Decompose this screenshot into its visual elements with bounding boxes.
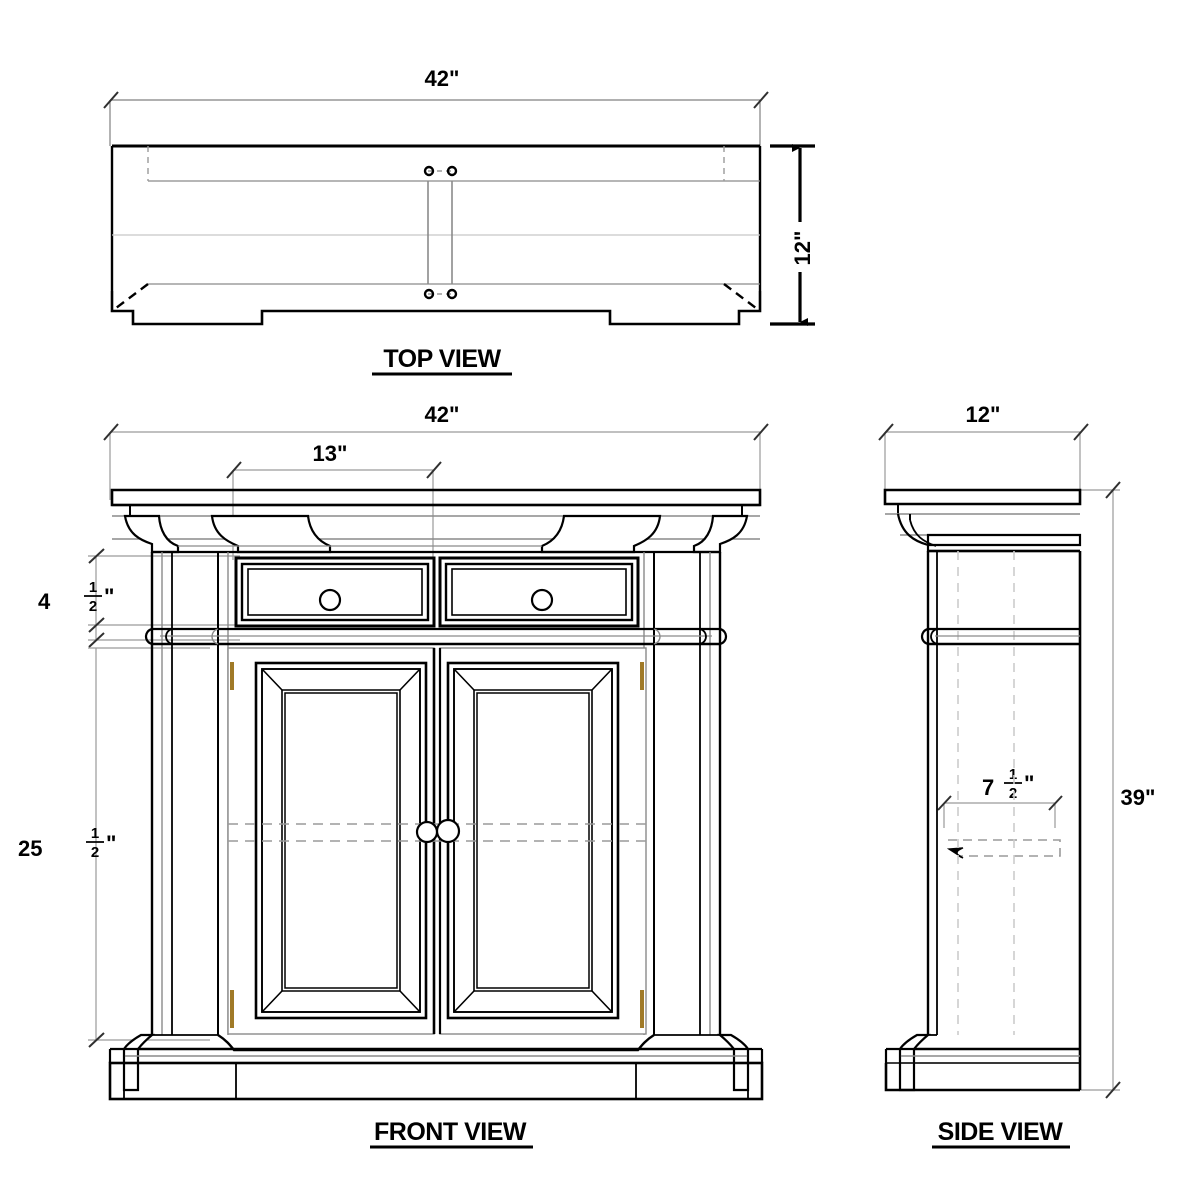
side-view-shelf-depth-dimension: 7 1 2 " <box>937 766 1063 859</box>
knob-hole-icon <box>446 165 458 177</box>
drawer-knob-icon[interactable] <box>318 588 342 612</box>
drawer-knob-icon[interactable] <box>530 588 554 612</box>
front-view-drawer-height-dimension: 4 1 2 " <box>38 548 240 648</box>
side-view-cabinet <box>883 488 1082 1092</box>
left-corbel <box>123 514 180 554</box>
front-view-width-dimension: 42" <box>103 402 769 500</box>
hinge-icon <box>230 990 234 1028</box>
side-view-depth-dimension: 12" <box>878 402 1089 500</box>
dim-side-shelf-depth-numerator: 1 <box>1009 766 1017 783</box>
dim-side-shelf-depth-text: 7 <box>982 775 994 800</box>
door-knob-icon[interactable] <box>415 820 439 844</box>
dim-side-shelf-depth-inchmark: " <box>1024 771 1034 796</box>
dim-front-drawer-height-text: 4 <box>38 589 51 614</box>
dim-front-drawer-height-numerator: 1 <box>89 579 97 596</box>
top-view-label: TOP VIEW <box>383 345 501 373</box>
front-view-label: FRONT VIEW <box>374 1118 527 1146</box>
front-view-group: 42" 13" 4 1 2 " <box>18 402 769 1149</box>
side-view-label: SIDE VIEW <box>938 1118 1064 1146</box>
dim-front-drawer-height-denominator: 2 <box>89 598 97 615</box>
drawer-left[interactable] <box>234 556 436 628</box>
drawer-right[interactable] <box>438 556 640 628</box>
door-knob-icon[interactable] <box>435 818 461 844</box>
dim-side-height-text: 39" <box>1121 785 1156 810</box>
dim-front-door-height-text: 25 <box>18 836 42 861</box>
right-inner-corbel <box>540 514 662 554</box>
dim-front-door-height-inchmark: " <box>106 831 116 856</box>
dim-top-depth-text: 12" <box>790 231 815 266</box>
top-view-depth-dimension: 12" <box>770 144 815 326</box>
dim-side-shelf-depth-denominator: 2 <box>1009 785 1017 802</box>
hinge-icon <box>640 990 644 1028</box>
side-waist-moulding <box>920 627 1080 646</box>
dim-front-door-height-numerator: 1 <box>91 825 99 842</box>
hinge-icon <box>640 662 644 690</box>
side-view-group: 12" 39" 7 1 2 " <box>878 402 1156 1149</box>
waist-moulding <box>144 627 728 646</box>
side-cornice-cap <box>883 488 1082 506</box>
knob-hole-icon <box>423 288 435 300</box>
dim-front-door-height-denominator: 2 <box>91 844 99 861</box>
dim-side-depth-text: 12" <box>966 402 1001 427</box>
right-corbel <box>692 514 749 554</box>
top-view-width-dimension: 42" <box>103 66 769 146</box>
top-view-group: 42" 12" <box>103 66 815 376</box>
base-plinth <box>108 1033 764 1101</box>
cornice-cap <box>110 488 762 507</box>
hinge-icon <box>230 662 234 690</box>
top-view-body <box>110 144 762 326</box>
right-pilaster <box>643 552 722 1035</box>
shelf-arrow-icon <box>946 847 964 859</box>
shelf-leader-line <box>948 839 1061 857</box>
side-corbel <box>896 513 1082 553</box>
knob-hole-icon <box>423 165 435 177</box>
side-base-plinth <box>884 1033 1080 1092</box>
side-view-height-dimension: 39" <box>1080 481 1156 1099</box>
dim-front-drawer-width-text: 13" <box>313 441 348 466</box>
dim-top-width-text: 42" <box>425 66 460 91</box>
front-view-cabinet <box>108 488 764 1101</box>
front-view-drawer-width-dimension: 13" <box>226 441 442 560</box>
dim-front-drawer-height-inchmark: " <box>104 584 114 609</box>
front-view-door-height-dimension: 25 1 2 " <box>18 647 210 1048</box>
knob-hole-icon <box>446 288 458 300</box>
dim-front-width-text: 42" <box>425 402 460 427</box>
